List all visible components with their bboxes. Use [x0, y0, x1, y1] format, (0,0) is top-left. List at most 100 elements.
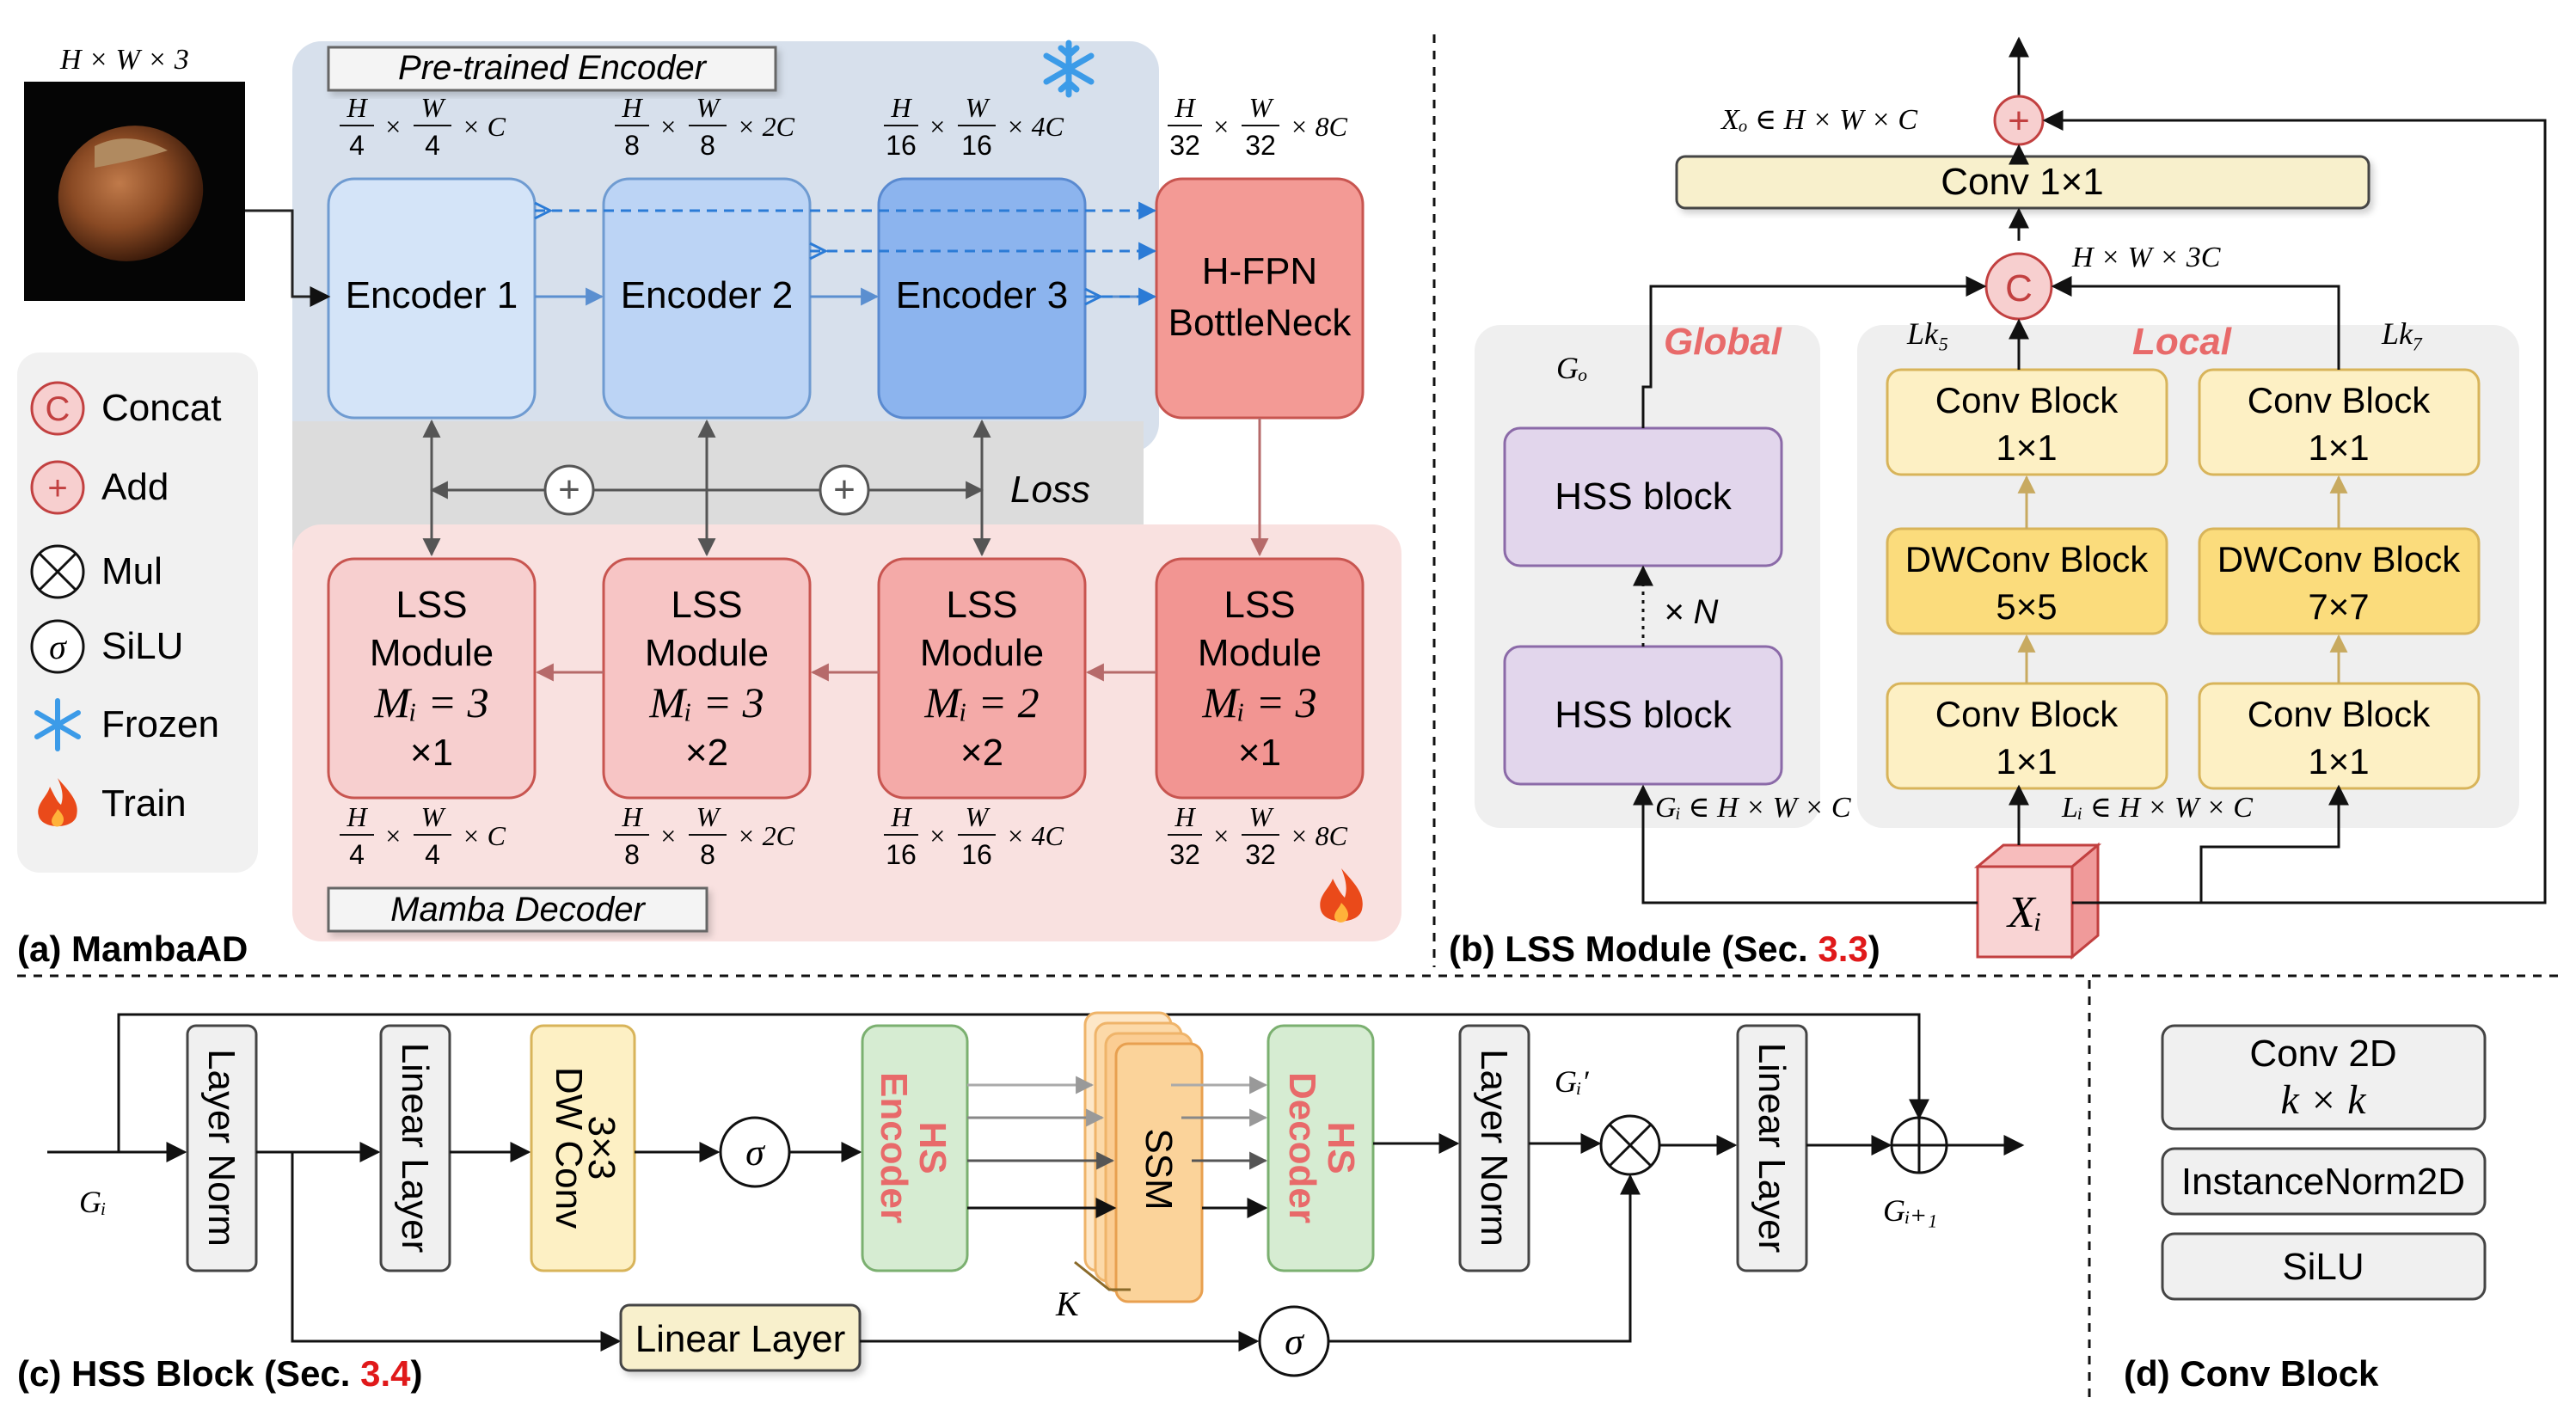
panel-d: Conv 2D k × k InstanceNorm2D SiLU (d) Co…	[2124, 1024, 2487, 1394]
add-icon	[30, 460, 85, 515]
concat-icon	[30, 381, 85, 436]
lss-subtitle: Module	[370, 632, 494, 674]
input-arrow	[245, 209, 331, 307]
instnorm-label: InstanceNorm2D	[2181, 1161, 2465, 1203]
hs-decoder-label-2: Decoder	[1281, 1072, 1323, 1223]
layer-norm-1-label: Layer Norm	[200, 1049, 242, 1247]
hss-block-top-label: HSS block	[1555, 475, 1732, 518]
dim-den: 32	[1169, 839, 1200, 870]
layer-norm-2	[1458, 1024, 1530, 1272]
dim-den: 8	[624, 839, 640, 870]
dim-num2: W	[1249, 92, 1275, 123]
silu-2-label: σ	[1285, 1321, 1305, 1363]
silu-icon	[30, 619, 85, 674]
dim-num: H	[346, 92, 368, 123]
dim-ch: × 2C	[737, 111, 795, 142]
dim-den: 32	[1169, 130, 1200, 161]
svg-text:1×1: 1×1	[2308, 741, 2369, 782]
decoder-title: Mamba Decoder	[390, 891, 646, 929]
linear-layer-branch	[619, 1303, 862, 1372]
instnorm-box	[2161, 1147, 2487, 1216]
legend-item-add: +Add	[30, 460, 169, 515]
silu-1-label: σ	[745, 1131, 766, 1174]
dim-num2: W	[421, 92, 447, 123]
svg-text:DWConv Block: DWConv Block	[1905, 539, 2149, 579]
svg-text:7×7: 7×7	[2308, 586, 2369, 627]
bottleneck-label-2: BottleNeck	[1168, 302, 1352, 344]
lss-m-value: Mᵢ = 2	[923, 678, 1039, 726]
svg-text:×: ×	[659, 820, 678, 851]
dim-num: H	[890, 92, 912, 123]
svg-text:+: +	[558, 469, 580, 511]
conv-top-label: Conv 1×1	[1941, 161, 2104, 203]
hs-encoder-label-1: HS	[911, 1121, 954, 1174]
dims-2: H16×W16× 4C	[884, 801, 1064, 870]
dims-1: H8×W8× 2C	[615, 801, 795, 870]
svg-text:×: ×	[383, 820, 402, 851]
legend-label: Concat	[101, 387, 221, 429]
concat-dims: H × W × 3C	[2071, 242, 2221, 273]
layer-norm-1	[186, 1024, 258, 1272]
lss-title: LSS	[1224, 584, 1295, 626]
linear-layer-2-label: Linear Layer	[1751, 1043, 1793, 1254]
svg-text:×: ×	[1211, 111, 1230, 142]
dim-num2: W	[696, 801, 722, 832]
decoder-region	[292, 524, 1401, 941]
linear-layer-1-label: Linear Layer	[394, 1043, 436, 1254]
loss-label: Loss	[1010, 469, 1090, 511]
ssm-stack: SSM	[1083, 1011, 1204, 1303]
gi-input-label: Gᵢ	[79, 1185, 107, 1219]
dims-3: H32×W32× 8C	[1168, 92, 1348, 161]
dim-num: H	[1174, 92, 1196, 123]
panel-a: H × W × 3 Pre-trained Encoder H4×W4× CH8…	[17, 40, 1401, 969]
lss-m-value: Mᵢ = 3	[1201, 678, 1316, 726]
bottleneck-label-1: H-FPN	[1202, 250, 1317, 292]
ssm-box	[1114, 1042, 1204, 1303]
dw-conv-label-1: DW Conv	[548, 1067, 590, 1229]
dim-ch: × 4C	[1006, 111, 1064, 142]
dims-0: H4×W4× C	[340, 801, 506, 870]
times-n-label: × N	[1664, 593, 1718, 631]
legend-item-concat: C Concat	[30, 381, 221, 436]
legend-item-train: Train	[38, 778, 187, 827]
dim-num: H	[1174, 801, 1196, 832]
panel-c-caption: (c) HSS Block (Sec. 3.4)	[17, 1353, 423, 1394]
panel-a-caption: (a) MambaAD	[17, 929, 248, 969]
linear-layer-2	[1736, 1024, 1808, 1272]
dims-1: H8×W8× 2C	[615, 92, 795, 161]
lk7-label: Lk₇	[2381, 316, 2424, 351]
legend-label: Mul	[101, 550, 163, 592]
global-label: Global	[1664, 321, 1782, 363]
k-brace	[1074, 1260, 1131, 1291]
loss-add-1-icon	[543, 464, 595, 516]
svg-text:Conv Block: Conv Block	[1935, 380, 2119, 420]
dim-den: 16	[886, 130, 917, 161]
dim-num: H	[346, 801, 368, 832]
svg-text:C: C	[46, 390, 71, 428]
conv2d-kernel: k × k	[2281, 1077, 2368, 1123]
mul-icon	[30, 544, 85, 599]
xi-label: Xᵢ	[2006, 888, 2042, 937]
legend-label: SiLU	[101, 625, 183, 667]
hs-encoder-box	[861, 1024, 969, 1272]
conv2d-label: Conv 2D	[2249, 1033, 2396, 1075]
dim-den2: 8	[700, 839, 715, 870]
legend-item-frozen: Frozen	[34, 698, 219, 751]
panel-b: + Xₒ ∈ H × W × C Conv 1×1 C H × W × 3C G…	[1449, 36, 2547, 969]
gi-label: Gᵢ ∈ H × W × C	[1655, 792, 1851, 824]
layer-norm-2-label: Layer Norm	[1473, 1049, 1515, 1247]
svg-text:×: ×	[1211, 820, 1230, 851]
go-label: Gₒ	[1556, 351, 1587, 385]
dim-den2: 4	[425, 839, 440, 870]
legend-label: Frozen	[101, 703, 219, 745]
